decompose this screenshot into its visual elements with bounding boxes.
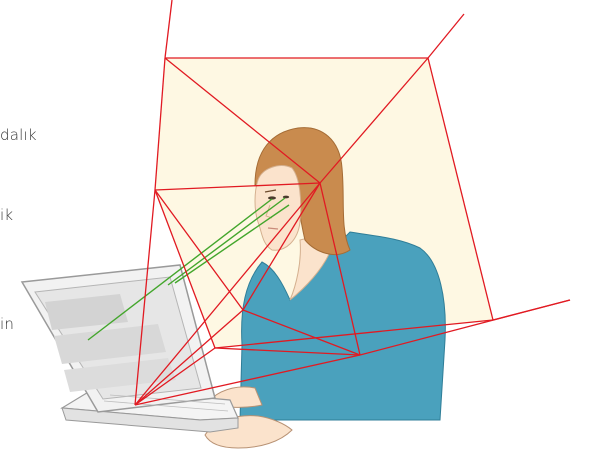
eye [283,196,289,199]
side-label-2: ik [0,206,13,224]
side-label-1: dalık [0,126,37,144]
side-label-3: in [0,315,14,333]
